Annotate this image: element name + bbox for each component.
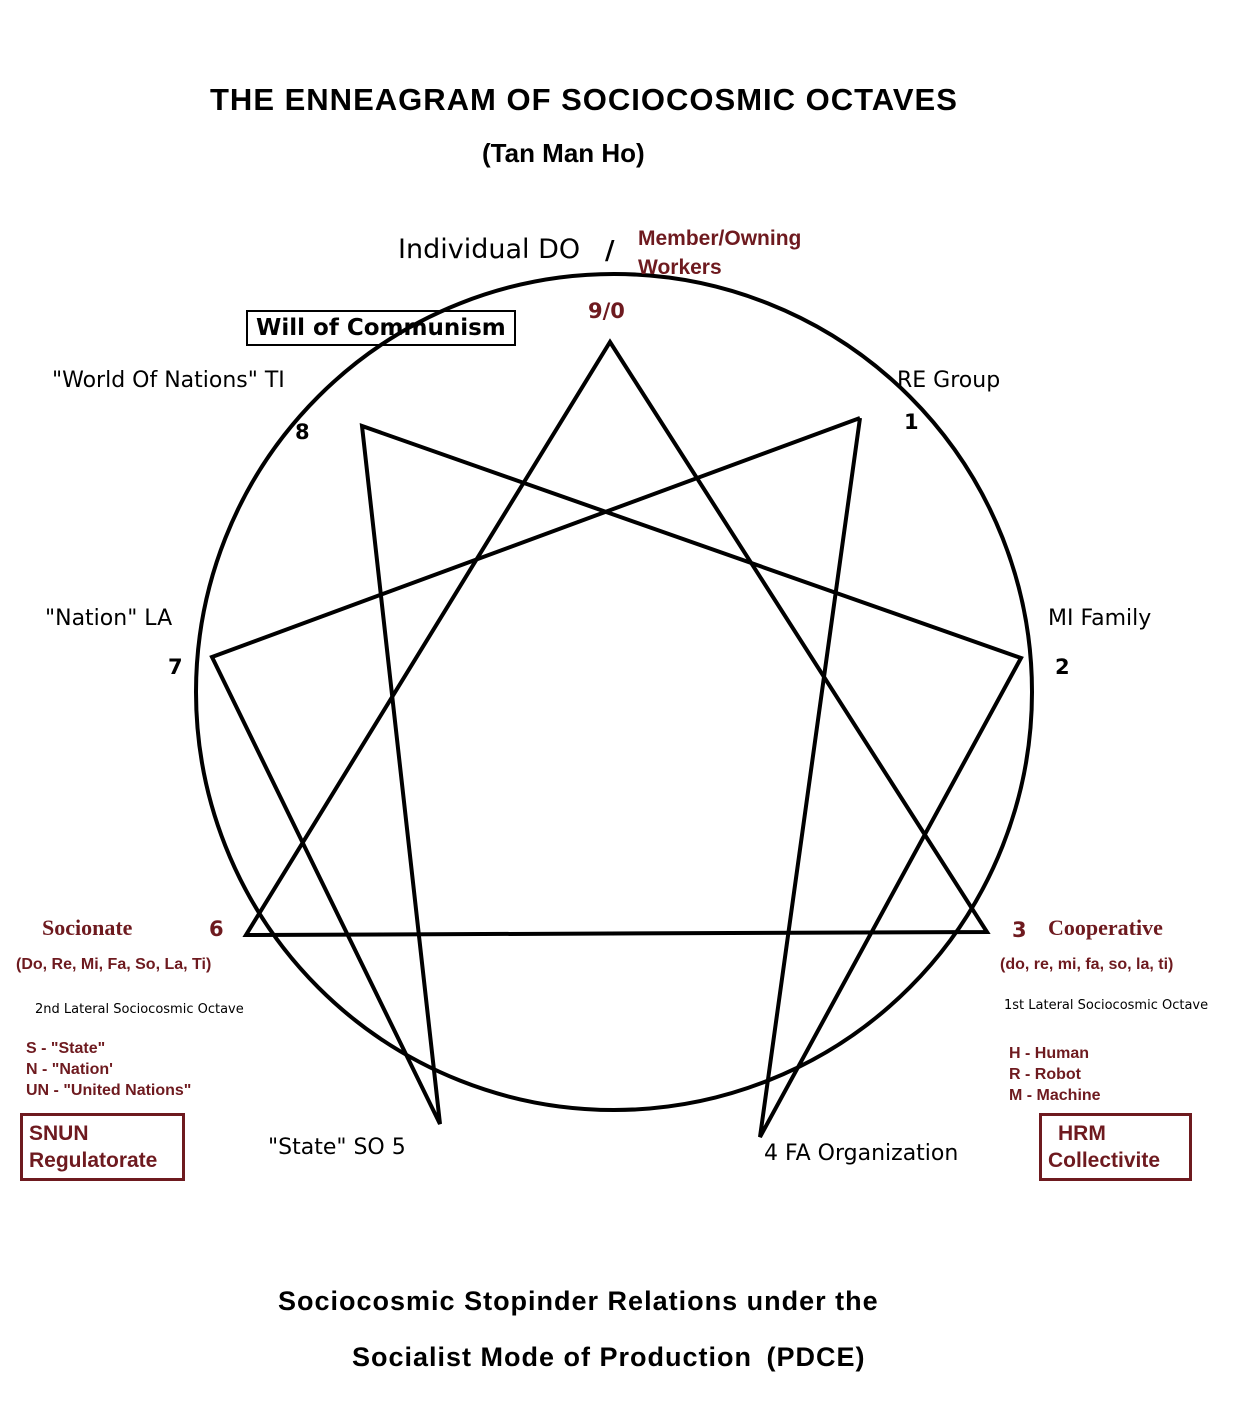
point-2-label: MI Family [1048,606,1152,631]
point-5-label: "State" SO 5 [268,1135,406,1160]
point-6-legend-un: UN - "United Nations" [26,1082,192,1099]
point-9-maroon-line2: Workers [638,256,722,279]
point-3-label: Cooperative [1048,915,1163,940]
point-3-legend-m: M - Machine [1009,1087,1101,1104]
footer-line-2: Socialist Mode of Production (PDCE) [352,1342,866,1373]
point-7-label: "Nation" LA [45,606,173,631]
point-3-legend-r: R - Robot [1009,1066,1081,1083]
point-8-number: 8 [295,420,310,444]
footer-acronym: (PDCE) [766,1342,866,1372]
snun-box-line2: Regulatorate [29,1149,158,1172]
point-9-maroon-line1: Member/Owning [638,227,802,250]
point-2-number: 2 [1055,655,1070,679]
hexad-142857 [209,416,1024,1138]
point-1-label: RE Group [897,368,1001,393]
point-3-legend-h: H - Human [1009,1045,1089,1062]
point-7-number: 7 [168,655,183,679]
hrm-collectivite-box: HRM Collectivite [1039,1113,1192,1181]
footer-line-2-text: Socialist Mode of Production [352,1342,753,1372]
point-6-octave: 2nd Lateral Sociocosmic Octave [35,1002,244,1017]
point-6-notes: (Do, Re, Mi, Fa, So, La, Ti) [16,956,212,973]
point-6-label: Socionate [42,915,133,940]
point-1-number: 1 [904,410,919,434]
diagram-author: (Tan Man Ho) [482,138,645,168]
hrm-box-line2: Collectivite [1048,1149,1161,1172]
point-4-label: 4 FA Organization [764,1141,959,1166]
triangle-369 [242,338,991,938]
snun-regulatorate-box: SNUN Regulatorate [20,1113,185,1181]
point-9-slash: / [605,236,615,266]
point-6-number: 6 [209,917,224,941]
point-8-label: "World Of Nations" TI [52,368,285,393]
diagram-title: THE ENNEAGRAM OF SOCIOCOSMIC OCTAVES [210,82,958,117]
enneagram-circle [194,272,1034,1112]
point-9-label: Individual DO [398,234,581,265]
point-6-legend-n: N - "Nation' [26,1061,113,1078]
point-3-number: 3 [1012,918,1027,942]
snun-box-line1: SNUN [29,1122,89,1145]
point-3-octave: 1st Lateral Sociocosmic Octave [1004,998,1209,1013]
hrm-box-line1: HRM [1058,1122,1106,1145]
point-9-number: 9/0 [588,299,625,323]
point-6-legend-s: S - "State" [26,1040,106,1057]
point-3-notes: (do, re, mi, fa, so, la, ti) [1000,956,1174,973]
will-of-communism-box: Will of Communism [246,310,516,346]
footer-line-1: Sociocosmic Stopinder Relations under th… [278,1286,879,1316]
